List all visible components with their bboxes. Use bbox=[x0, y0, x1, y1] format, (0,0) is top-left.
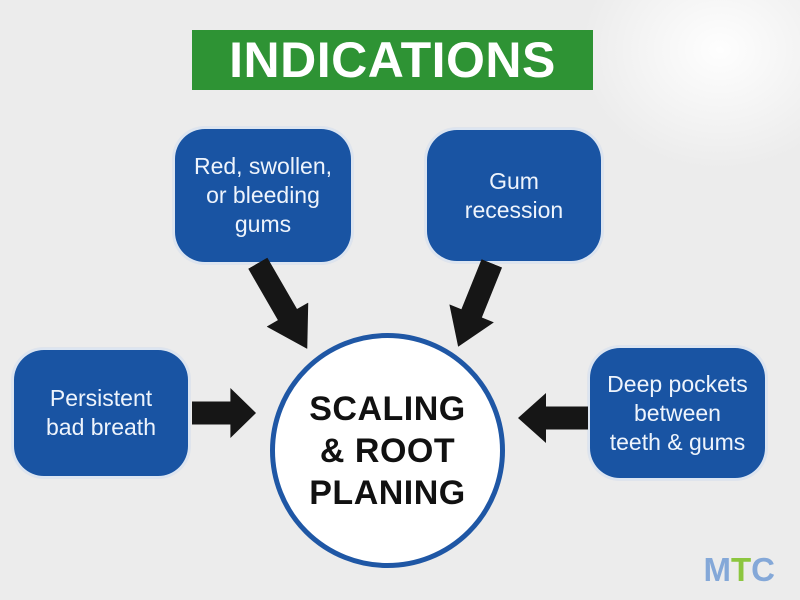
logo-letter-t: T bbox=[730, 551, 752, 588]
title-banner: INDICATIONS bbox=[192, 30, 593, 90]
central-topic-label: SCALING & ROOT PLANING bbox=[309, 389, 466, 512]
logo-letter-m: M bbox=[703, 551, 731, 588]
corner-glow-decoration bbox=[580, 0, 800, 170]
indication-label: Persistent bad breath bbox=[46, 385, 156, 440]
central-topic-circle: SCALING & ROOT PLANING bbox=[270, 333, 505, 568]
indication-box-deep-pockets: Deep pockets between teeth & gums bbox=[588, 346, 767, 480]
mtc-logo: MTC bbox=[703, 553, 775, 586]
indication-box-red-swollen-bleeding-gums: Red, swollen, or bleeding gums bbox=[173, 127, 353, 264]
indication-box-gum-recession: Gum recession bbox=[425, 128, 603, 263]
arrow-down-left-icon bbox=[436, 254, 514, 355]
indication-box-persistent-bad-breath: Persistent bad breath bbox=[12, 348, 190, 478]
arrow-down-right-icon bbox=[237, 251, 328, 361]
logo-letter-c: C bbox=[751, 551, 775, 588]
indication-label: Gum recession bbox=[464, 167, 564, 223]
indication-label: Red, swollen, or bleeding gums bbox=[193, 153, 333, 237]
arrow-left-icon bbox=[518, 393, 588, 443]
indication-label: Deep pockets between teeth & gums bbox=[607, 370, 748, 455]
arrow-right-icon bbox=[192, 388, 256, 438]
page-title: INDICATIONS bbox=[229, 32, 556, 88]
